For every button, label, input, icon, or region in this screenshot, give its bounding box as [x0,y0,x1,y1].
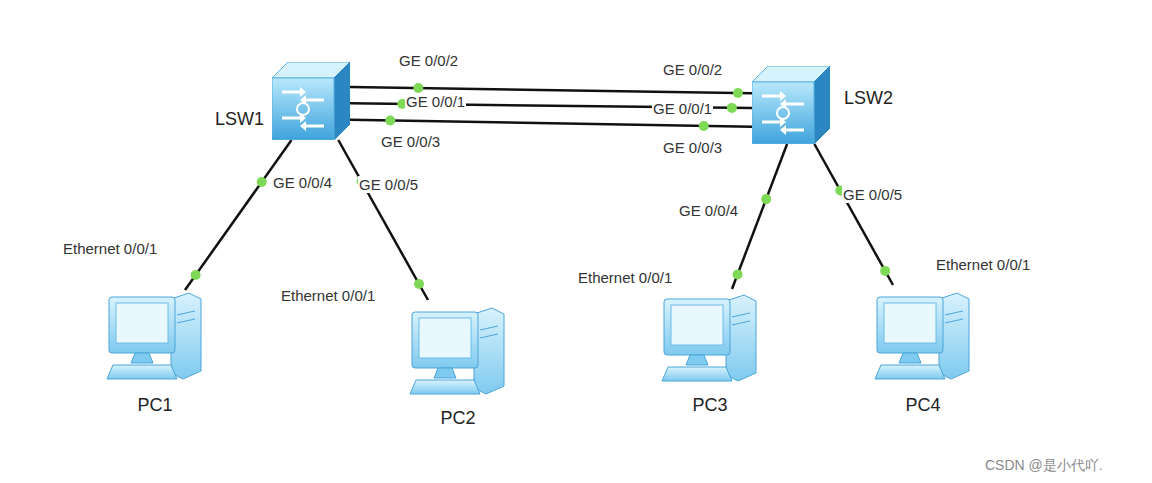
watermark: CSDN @是小代吖. [985,457,1103,475]
network-link [732,144,787,289]
pc-node: PC3 [660,287,760,387]
port-name: GE 0/0/2 [398,52,459,69]
port-name: Ethernet 0/0/1 [577,269,673,286]
port-dot [414,279,424,289]
port-name: GE 0/0/1 [405,93,466,110]
switch-node: LSW2 [752,66,830,144]
port-name: GE 0/0/4 [678,202,739,219]
port-dot [761,194,771,204]
pc-icon [105,285,205,385]
network-link [350,120,752,127]
port-dot [733,88,743,98]
device-name: PC3 [692,395,727,416]
port-name: GE 0/0/3 [380,133,441,150]
pc-node: PC1 [105,285,205,385]
port-dot [191,270,201,280]
pc-icon [408,300,508,400]
pc-node: PC2 [408,300,508,400]
port-dot [385,115,395,125]
port-name: Ethernet 0/0/1 [62,240,158,257]
switch-icon [272,62,350,140]
port-name: GE 0/0/5 [842,186,903,203]
device-name: PC2 [440,408,475,429]
port-dot [880,266,890,276]
network-link [185,140,292,290]
network-link [338,140,428,300]
port-name: GE 0/0/1 [652,100,713,117]
pc-icon [660,287,760,387]
port-name: GE 0/0/5 [358,176,419,193]
port-dot [727,103,737,113]
pc-icon [873,285,973,385]
port-name: GE 0/0/2 [662,61,723,78]
network-link [814,144,893,285]
port-dot [413,83,423,93]
port-name: Ethernet 0/0/1 [935,256,1031,273]
port-name: GE 0/0/4 [272,174,333,191]
switch-node: LSW1 [272,62,350,140]
port-dot [699,121,709,131]
device-name: LSW1 [215,109,264,130]
switch-icon [752,66,830,144]
device-name: LSW2 [844,88,893,109]
device-name: PC1 [137,395,172,416]
port-dot [257,177,267,187]
port-dot [733,270,743,280]
port-name: GE 0/0/3 [662,139,723,156]
pc-node: PC4 [873,285,973,385]
device-name: PC4 [905,395,940,416]
port-name: Ethernet 0/0/1 [280,287,376,304]
